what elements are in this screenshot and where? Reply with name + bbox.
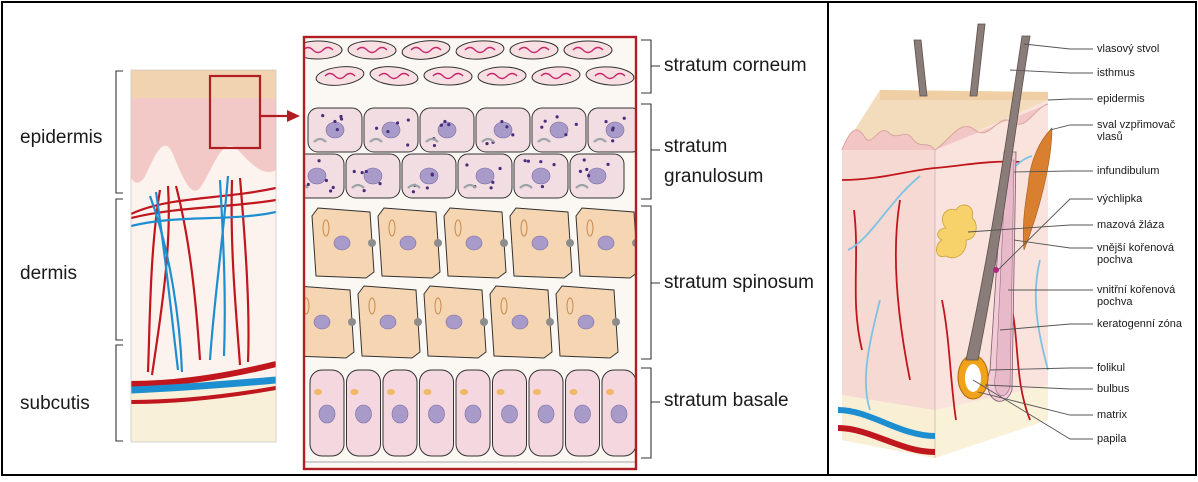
right-label-line: vlasový stvol [1097,43,1159,55]
corneum-cell [348,41,396,60]
label-subcutis: subcutis [20,393,90,415]
subcutis-bracket [116,345,123,441]
cell-nucleus [538,405,554,423]
epidermis-layers-detail [290,37,642,469]
cell-nucleus [334,236,350,250]
cell-nucleus [400,236,416,250]
cell-nucleus [465,405,481,423]
right-label-8: vnitřní kořenovápochva [1097,284,1175,308]
right-label-5: výchlipka [1097,193,1142,205]
right-label-6: mazová žláza [1097,219,1164,231]
corneum-cell [510,41,558,60]
cell-nucleus [380,315,396,329]
label-stratum-basale: stratum basale [664,390,789,412]
papila [965,364,981,392]
spinosum-bracket [641,206,660,359]
right-label-line: sval vzpřimovač [1097,119,1175,131]
label-dermis: dermis [20,263,77,285]
right-label-line: infundibulum [1097,165,1159,177]
leader-line [1050,125,1093,130]
cell-nucleus [502,405,518,423]
cell-nucleus [392,405,408,423]
hair-follicle-diagram [838,24,1093,458]
granulosum-bracket [641,104,660,199]
corneum-bracket [641,40,660,93]
label-stratum-granulosum-1: stratum [664,136,727,158]
cell-nucleus [356,405,372,423]
label-stratum-spinosum: stratum spinosum [664,272,814,294]
cell-nucleus [308,168,326,184]
right-label-13: papila [1097,433,1126,445]
right-label-line: bulbus [1097,383,1129,395]
right-label-line: folikul [1097,362,1125,374]
right-label-line: vnitřní kořenová [1097,284,1175,296]
cell-nucleus [319,405,335,423]
right-label-line: isthmus [1097,67,1135,79]
right-label-2: epidermis [1097,93,1145,105]
right-label-10: folikul [1097,362,1125,374]
cell-nucleus [429,405,445,423]
basale-bracket [641,368,660,458]
leader-line [1048,99,1093,100]
right-label-line: matrix [1097,409,1127,421]
cell-nucleus [446,315,462,329]
cell-nucleus [420,168,438,184]
right-label-11: bulbus [1097,383,1129,395]
right-label-line: mazová žláza [1097,219,1164,231]
hair-shaft-left [914,40,927,96]
cell-nucleus [512,315,528,329]
right-label-line: pochva [1097,296,1175,308]
right-label-line: pochva [1097,254,1174,266]
corneum-cell [564,41,612,59]
cell-nucleus [575,405,591,423]
right-label-9: keratogenní zóna [1097,318,1182,330]
cell-nucleus [578,315,594,329]
label-stratum-corneum: stratum corneum [664,55,807,77]
cell-nucleus [326,122,344,138]
right-label-line: vlasů [1097,131,1175,143]
right-label-line: keratogenní zóna [1097,318,1182,330]
cell-nucleus [611,405,627,423]
cell-nucleus [598,236,614,250]
cell-nucleus [588,168,606,184]
corneum-cell [294,41,342,59]
right-label-line: výchlipka [1097,193,1142,205]
cell-nucleus [314,315,330,329]
right-label-line: vnější kořenová [1097,242,1174,254]
cell-nucleus [532,168,550,184]
skin-cross-section [131,70,276,442]
label-epidermis: epidermis [20,127,102,149]
epidermis-bracket [116,71,123,193]
dermis-bracket [116,199,123,340]
right-label-12: matrix [1097,409,1127,421]
cell-nucleus [532,236,548,250]
right-label-0: vlasový stvol [1097,43,1159,55]
right-label-1: isthmus [1097,67,1135,79]
cell-nucleus [494,122,512,138]
leader-line [1024,44,1093,49]
right-label-line: epidermis [1097,93,1145,105]
cell-nucleus [466,236,482,250]
cell-nucleus [606,122,624,138]
right-label-4: infundibulum [1097,165,1159,177]
label-stratum-granulosum-2: granulosum [664,166,763,188]
zoom-arrow-head [287,110,300,122]
right-label-line: papila [1097,433,1126,445]
cell-nucleus [476,168,494,184]
hair-shaft-middle [970,24,985,96]
